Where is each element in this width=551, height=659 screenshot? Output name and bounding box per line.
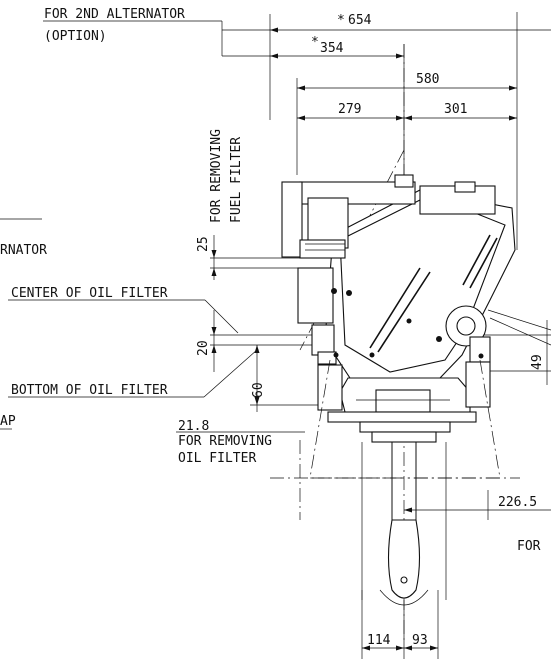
shaft-assembly [361, 431, 447, 606]
dim-301: 301 [444, 102, 467, 117]
dim-25: 25 [196, 236, 211, 252]
engine-outline [281, 174, 516, 433]
dim-580: 580 [416, 72, 439, 87]
left-dimensions [0, 218, 320, 433]
label-fuel-line1: FOR REMOVING [209, 129, 224, 223]
top-dimensions [43, 12, 551, 250]
dim-114: 114 [367, 633, 391, 648]
asterisk-654: * [337, 13, 345, 28]
label-partial-ap: AP [0, 414, 16, 429]
label-center-oil-filter: CENTER OF OIL FILTER [11, 286, 168, 301]
label-partial-rnator: RNATOR [0, 243, 47, 258]
label-alt2-line2: (OPTION) [44, 29, 107, 44]
dim-93: 93 [412, 633, 428, 648]
label-fuel-line2: FUEL FILTER [229, 137, 244, 223]
dim-654: 654 [348, 13, 372, 28]
asterisk-354: * [311, 35, 319, 50]
label-partial-for: FOR [517, 539, 541, 554]
dim-49: 49 [530, 354, 545, 370]
label-oil-remove-line2: OIL FILTER [178, 451, 256, 466]
label-oil-remove-line1: FOR REMOVING [178, 434, 272, 449]
label-bottom-oil-filter: BOTTOM OF OIL FILTER [11, 383, 168, 398]
dim-354: 354 [320, 41, 344, 56]
dim-20: 20 [196, 340, 211, 356]
dimension-values: * 654 * 354 580 279 301 25 20 60 49 21.8… [178, 13, 545, 648]
dim-279: 279 [338, 102, 361, 117]
text-labels: FOR 2ND ALTERNATOR (OPTION) RNATOR CENTE… [0, 7, 541, 554]
label-alt2-line1: FOR 2ND ALTERNATOR [44, 7, 185, 22]
dim-226-5: 226.5 [498, 495, 537, 510]
dim-60: 60 [251, 382, 266, 398]
dim-21-8: 21.8 [178, 419, 209, 434]
